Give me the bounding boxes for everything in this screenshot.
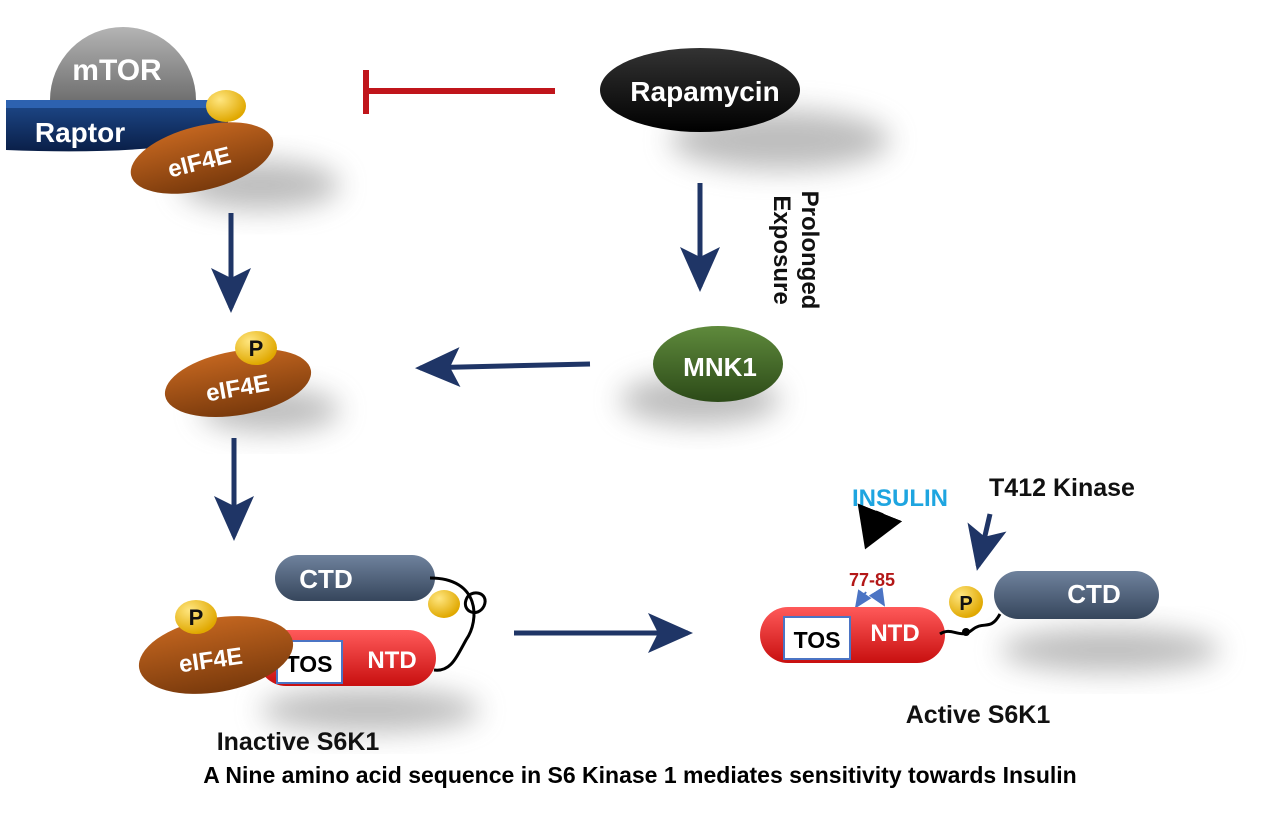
pathway-diagram: mTOR Raptor eIF4E Rapamycin Prolonged Ex… — [6, 27, 1220, 756]
svg-text:Prolonged: Prolonged — [796, 191, 823, 310]
phospho-ball — [175, 600, 217, 634]
svg-text:TOS: TOS — [286, 651, 333, 677]
linker — [429, 576, 476, 672]
insulin-label: INSULIN — [852, 485, 948, 512]
svg-text:CTD: CTD — [299, 564, 352, 594]
mtor-label: mTOR — [72, 54, 162, 87]
ctd-domain — [275, 555, 435, 601]
phospho-ball — [428, 590, 460, 618]
t412-kinase-label: T412 Kinase — [989, 474, 1135, 502]
t412-arrow — [967, 513, 1007, 571]
svg-text:P: P — [959, 593, 972, 615]
svg-text:P: P — [189, 605, 204, 630]
rapamycin-label: Rapamycin — [630, 76, 779, 107]
phospho-eif4e: P eIF4E — [164, 331, 312, 418]
inhibition-bar — [363, 70, 555, 114]
mnk1-node: MNK1 — [653, 326, 783, 402]
svg-text:Exposure: Exposure — [768, 195, 795, 304]
inactive-s6k1-label: Inactive S6K1 — [217, 728, 380, 756]
rapamycin-node: Rapamycin — [600, 48, 800, 132]
svg-text:CTD: CTD — [1067, 579, 1120, 609]
svg-text:P: P — [249, 336, 264, 361]
svg-text:NTD: NTD — [870, 620, 919, 647]
insulin-arrow — [857, 503, 903, 550]
residues-label: 77-85 — [849, 570, 895, 590]
phospho-ball — [206, 90, 246, 122]
svg-text:TOS: TOS — [794, 627, 841, 653]
mnk1-label: MNK1 — [683, 352, 757, 382]
phospho-ball — [235, 331, 277, 365]
prolonged-exposure-label: Prolonged Exposure — [768, 191, 823, 310]
linker — [939, 613, 1002, 636]
eif4e-oval — [138, 616, 294, 694]
tos-box — [783, 616, 851, 660]
arrow-mnk1-to-peif4e — [415, 347, 591, 388]
eif4e-oval — [130, 122, 274, 194]
inactive-s6k1: CTD TOS NTD eIF4E P Inactive S6K1 — [138, 555, 487, 756]
phospho-ball — [949, 586, 983, 618]
active-s6k1-label: Active S6K1 — [906, 701, 1051, 729]
svg-text:NTD: NTD — [367, 647, 416, 674]
mtor-dome — [50, 27, 196, 100]
figure-caption: A Nine amino acid sequence in S6 Kinase … — [203, 762, 1077, 788]
mtor-raptor-complex: mTOR Raptor eIF4E — [6, 27, 274, 194]
raptor-label: Raptor — [35, 117, 125, 148]
active-s6k1: INSULIN T412 Kinase 77-85 TOS NTD P CTD … — [760, 474, 1159, 729]
ctd-domain — [994, 571, 1159, 619]
